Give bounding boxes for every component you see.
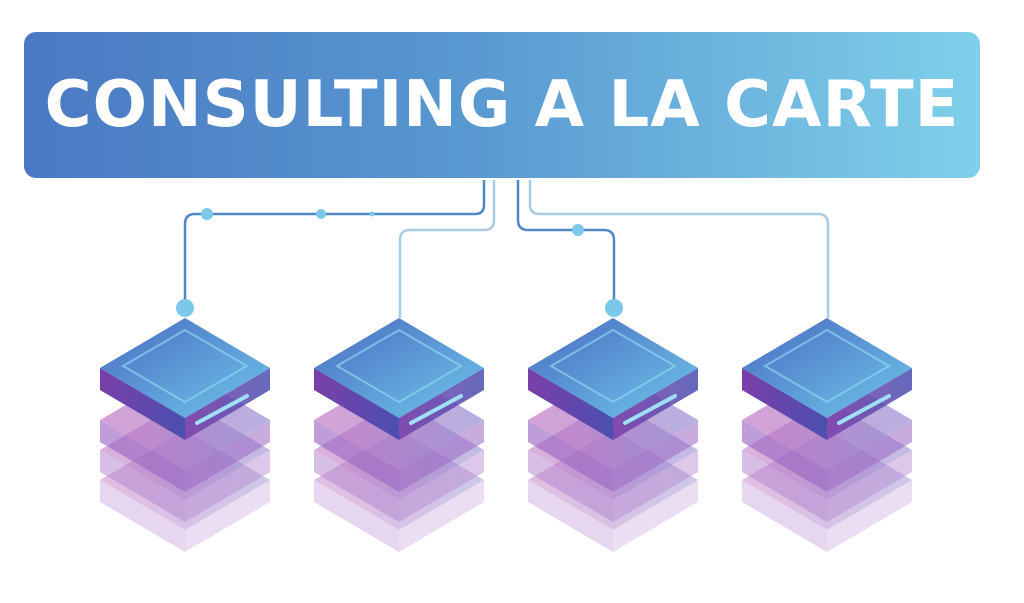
server-top [314,318,484,440]
connector-node-icon [369,211,375,217]
server-light-strip [623,394,677,425]
connector-node-icon [201,208,213,220]
server-stack-icon [528,318,698,552]
server-top [528,318,698,440]
connector-line-2 [398,180,496,318]
connector-node-icon [176,299,194,317]
title-banner: CONSULTING A LA CARTE [24,32,980,178]
server-light-strip [409,394,463,425]
banner-title: CONSULTING A LA CARTE [44,68,960,142]
connector-node-icon [316,209,326,219]
connector-line-1 [183,180,486,305]
server-top [742,318,912,440]
server-stack-icon [100,318,270,552]
server-stacks [100,318,912,552]
server-top-inset [549,328,677,404]
server-stack-icon [314,318,484,552]
connector-lines [183,180,830,318]
server-light-strip [195,394,249,425]
server-top-inset [763,328,891,404]
server-light-strip [837,394,891,425]
server-top-inset [335,328,463,404]
connector-node-icon [605,299,623,317]
connector-nodes [176,208,623,317]
server-top-inset [121,328,249,404]
connector-line-3 [516,180,616,305]
server-top [100,318,270,440]
server-stack-icon [742,318,912,552]
connector-line-4 [528,180,830,318]
connector-node-icon [572,224,584,236]
